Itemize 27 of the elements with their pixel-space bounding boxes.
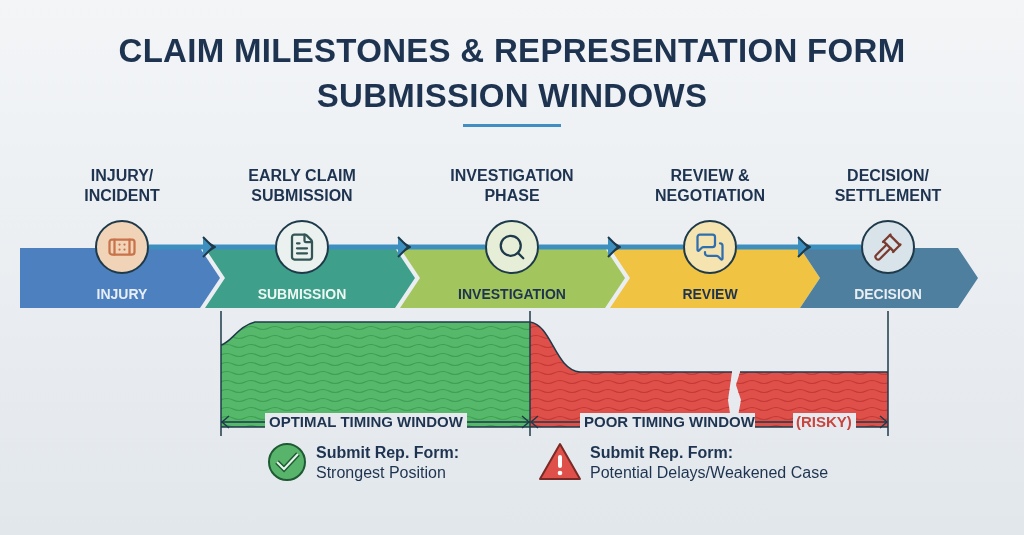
stage-label: INJURY <box>95 286 149 302</box>
window-label: OPTIMAL TIMING WINDOW <box>265 413 467 430</box>
stage-heading: REVIEW & NEGOTIATION <box>654 166 766 206</box>
stage-label: DECISION <box>853 286 923 302</box>
milestone-circle <box>485 220 539 274</box>
stage-label: SUBMISSION <box>256 286 348 302</box>
note-heading: Submit Rep. Form: <box>315 444 461 462</box>
note-text: Strongest Position <box>315 464 447 482</box>
note-text: Potential Delays/Weakened Case <box>589 464 830 482</box>
arrow <box>329 236 485 258</box>
risk-label: (RISKY) <box>793 413 856 430</box>
stage-heading: INJURY/ INCIDENT <box>83 166 161 206</box>
stage-heading: EARLY CLAIM SUBMISSION <box>247 166 357 206</box>
milestone-circle <box>95 220 149 274</box>
milestone-circle <box>861 220 915 274</box>
window-label: POOR TIMING WINDOW <box>580 413 755 430</box>
arrow <box>539 236 683 258</box>
milestone-circle <box>683 220 737 274</box>
milestone-circle <box>275 220 329 274</box>
stage-label: INVESTIGATION <box>457 286 567 302</box>
arrow <box>149 236 275 258</box>
stage-heading: INVESTIGATION PHASE <box>449 166 575 206</box>
note-heading: Submit Rep. Form: <box>589 444 735 462</box>
stage-label: REVIEW <box>681 286 739 302</box>
title: CLAIM MILESTONES & REPRESENTATION FORM SUBMISSION WINDOWS <box>117 31 907 116</box>
stage-heading: DECISION/ SETTLEMENT <box>833 166 943 206</box>
arrow <box>737 236 861 258</box>
